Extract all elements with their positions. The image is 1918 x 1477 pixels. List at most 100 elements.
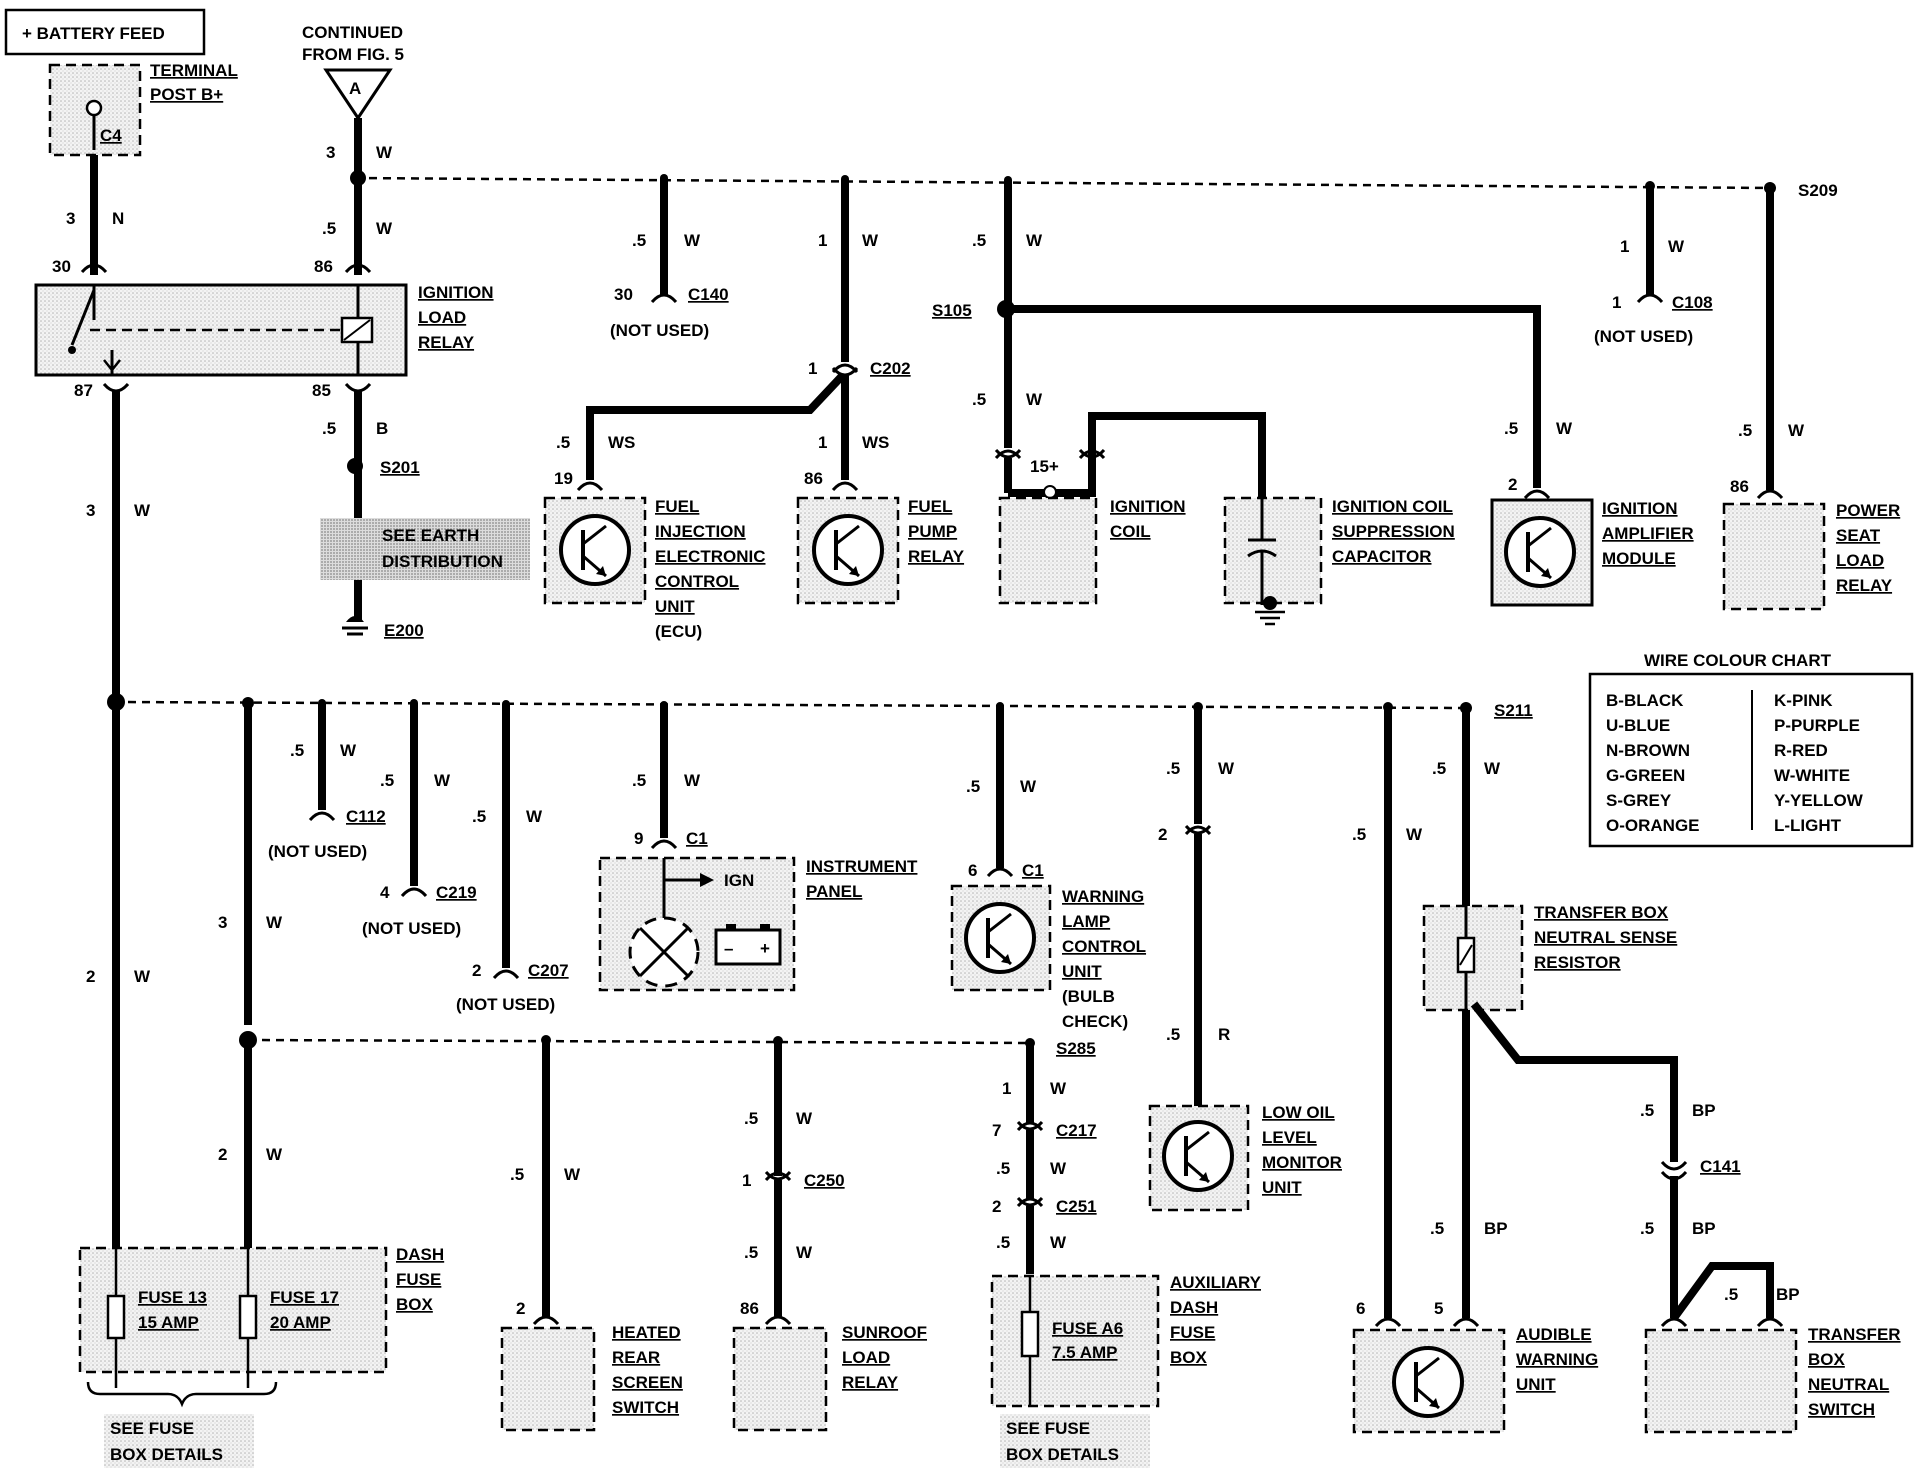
svg-text:MONITOR: MONITOR (1262, 1153, 1342, 1172)
svg-text:S285: S285 (1056, 1039, 1096, 1058)
svg-text:W-WHITE: W-WHITE (1774, 766, 1850, 785)
svg-text:IGNITION COIL: IGNITION COIL (1332, 497, 1453, 516)
svg-text:A: A (349, 79, 361, 98)
svg-text:BOX: BOX (1170, 1348, 1208, 1367)
svg-text:SWITCH: SWITCH (612, 1398, 679, 1417)
svg-text:L-LIGHT: L-LIGHT (1774, 816, 1842, 835)
wire-n-30: 3 N 30 (52, 155, 124, 276)
svg-text:W: W (1668, 237, 1685, 256)
svg-text:E200: E200 (384, 621, 424, 640)
svg-text:.5: .5 (1430, 1219, 1444, 1238)
svg-text:3: 3 (218, 913, 227, 932)
branch-fuel: 1 W 1 C202 .5 WS 1 WS (556, 175, 911, 492)
svg-text:W: W (684, 231, 701, 250)
svg-text:W: W (1050, 1159, 1067, 1178)
ignition-amplifier: .5 W 2 IGNITION AMPLIFIER MODULE (1490, 419, 1694, 607)
svg-text:C217: C217 (1056, 1121, 1097, 1140)
svg-text:1: 1 (808, 359, 817, 378)
svg-text:.5: .5 (322, 419, 336, 438)
svg-text:FUEL: FUEL (655, 497, 699, 516)
svg-text:BOX: BOX (1808, 1350, 1846, 1369)
svg-text:C112: C112 (346, 807, 386, 826)
svg-text:K-PINK: K-PINK (1774, 691, 1833, 710)
svg-text:IGNITION: IGNITION (1602, 499, 1678, 518)
svg-text:FUSE 17: FUSE 17 (270, 1288, 339, 1307)
svg-text:B: B (376, 419, 388, 438)
svg-text:AUXILIARY: AUXILIARY (1170, 1273, 1262, 1292)
svg-text:WS: WS (608, 433, 635, 452)
svg-text:.5: .5 (1432, 759, 1446, 778)
svg-text:W: W (376, 143, 393, 162)
heated-rear-screen: .5 W 2 HEATED REAR SCREEN SWITCH (500, 1035, 683, 1432)
svg-text:W: W (862, 231, 879, 250)
branch-power-seat: S209 .5 W 86 POWER SEAT LOAD RELAY (1722, 181, 1900, 611)
svg-text:FROM FIG. 5: FROM FIG. 5 (302, 45, 404, 64)
svg-text:BOX DETAILS: BOX DETAILS (1006, 1445, 1119, 1464)
main-left-wire: 2 W (86, 693, 151, 1248)
svg-text:(NOT USED): (NOT USED) (610, 321, 709, 340)
low-oil-monitor: .5 W 2 .5 R LOW OIL LEVEL MONITOR UNIT (1148, 702, 1342, 1212)
svg-text:.5: .5 (972, 231, 986, 250)
svg-text:CHECK): CHECK) (1062, 1012, 1128, 1031)
svg-text:IGN: IGN (724, 871, 754, 890)
ignition-coil: IGNITION COIL (998, 496, 1186, 605)
svg-text:6: 6 (1356, 1299, 1365, 1318)
svg-text:U-BLUE: U-BLUE (1606, 716, 1670, 735)
svg-text:LOAD: LOAD (842, 1348, 890, 1367)
wire-b-earth: .5 B S201 SEE EARTH DISTRIBUTION E200 (320, 382, 530, 640)
top-bus (354, 176, 1773, 190)
svg-text:POST B+: POST B+ (150, 85, 223, 104)
svg-text:W: W (796, 1109, 813, 1128)
svg-text:LOAD: LOAD (1836, 551, 1884, 570)
svg-text:.5: .5 (1724, 1285, 1738, 1304)
svg-text:C202: C202 (870, 359, 911, 378)
svg-text:W: W (684, 771, 701, 790)
wire-87-main: 3 W (86, 382, 151, 702)
svg-text:(NOT USED): (NOT USED) (456, 995, 555, 1014)
svg-text:15 AMP: 15 AMP (138, 1313, 199, 1332)
ecu: 19 FUEL INJECTION ELECTRONIC CONTROL UNI… (543, 469, 766, 641)
svg-text:W: W (1020, 777, 1037, 796)
svg-text:B-BLACK: B-BLACK (1606, 691, 1684, 710)
svg-text:COIL: COIL (1110, 522, 1151, 541)
svg-text:(ECU): (ECU) (655, 622, 702, 641)
svg-text:BP: BP (1692, 1101, 1716, 1120)
svg-text:CAPACITOR: CAPACITOR (1332, 547, 1432, 566)
svg-text:3: 3 (66, 209, 75, 228)
svg-text:UNIT: UNIT (655, 597, 695, 616)
svg-text:W: W (376, 219, 393, 238)
svg-text:.5: .5 (972, 390, 986, 409)
svg-text:R-RED: R-RED (1774, 741, 1828, 760)
svg-text:C140: C140 (688, 285, 729, 304)
svg-text:.5: .5 (1640, 1219, 1654, 1238)
svg-text:DASH: DASH (1170, 1298, 1218, 1317)
svg-text:W: W (434, 771, 451, 790)
branch-c112: .5 W C112 (NOT USED) (268, 699, 386, 861)
svg-text:9: 9 (634, 829, 643, 848)
svg-text:87: 87 (74, 381, 93, 400)
svg-text:.5: .5 (632, 231, 646, 250)
svg-text:2: 2 (992, 1197, 1001, 1216)
svg-text:LOAD: LOAD (418, 308, 466, 327)
branch-audible-w: .5 W (1352, 702, 1423, 1318)
svg-text:W: W (266, 913, 283, 932)
svg-text:LEVEL: LEVEL (1262, 1128, 1317, 1147)
transfer-box-neutral-switch: .5 BP TRANSFER BOX NEUTRAL SWITCH (1644, 1262, 1901, 1434)
svg-text:W: W (796, 1243, 813, 1262)
svg-text:POWER: POWER (1836, 501, 1900, 520)
svg-text:TRANSFER BOX: TRANSFER BOX (1534, 903, 1669, 922)
svg-text:N: N (112, 209, 124, 228)
svg-text:3: 3 (326, 143, 335, 162)
svg-text:RELAY: RELAY (418, 333, 475, 352)
svg-text:C251: C251 (1056, 1197, 1097, 1216)
svg-text:RELAY: RELAY (1836, 576, 1893, 595)
svg-text:SWITCH: SWITCH (1808, 1400, 1875, 1419)
svg-text:–: – (724, 939, 733, 958)
warning-lamp-control: .5 W 6 C1 WARNING LAMP CONTROL UNIT (BUL… (950, 702, 1146, 1031)
svg-text:30: 30 (614, 285, 633, 304)
svg-text:.5: .5 (510, 1165, 524, 1184)
svg-text:CONTINUED: CONTINUED (302, 23, 403, 42)
svg-text:INJECTION: INJECTION (655, 522, 746, 541)
svg-text:.5: .5 (472, 807, 486, 826)
